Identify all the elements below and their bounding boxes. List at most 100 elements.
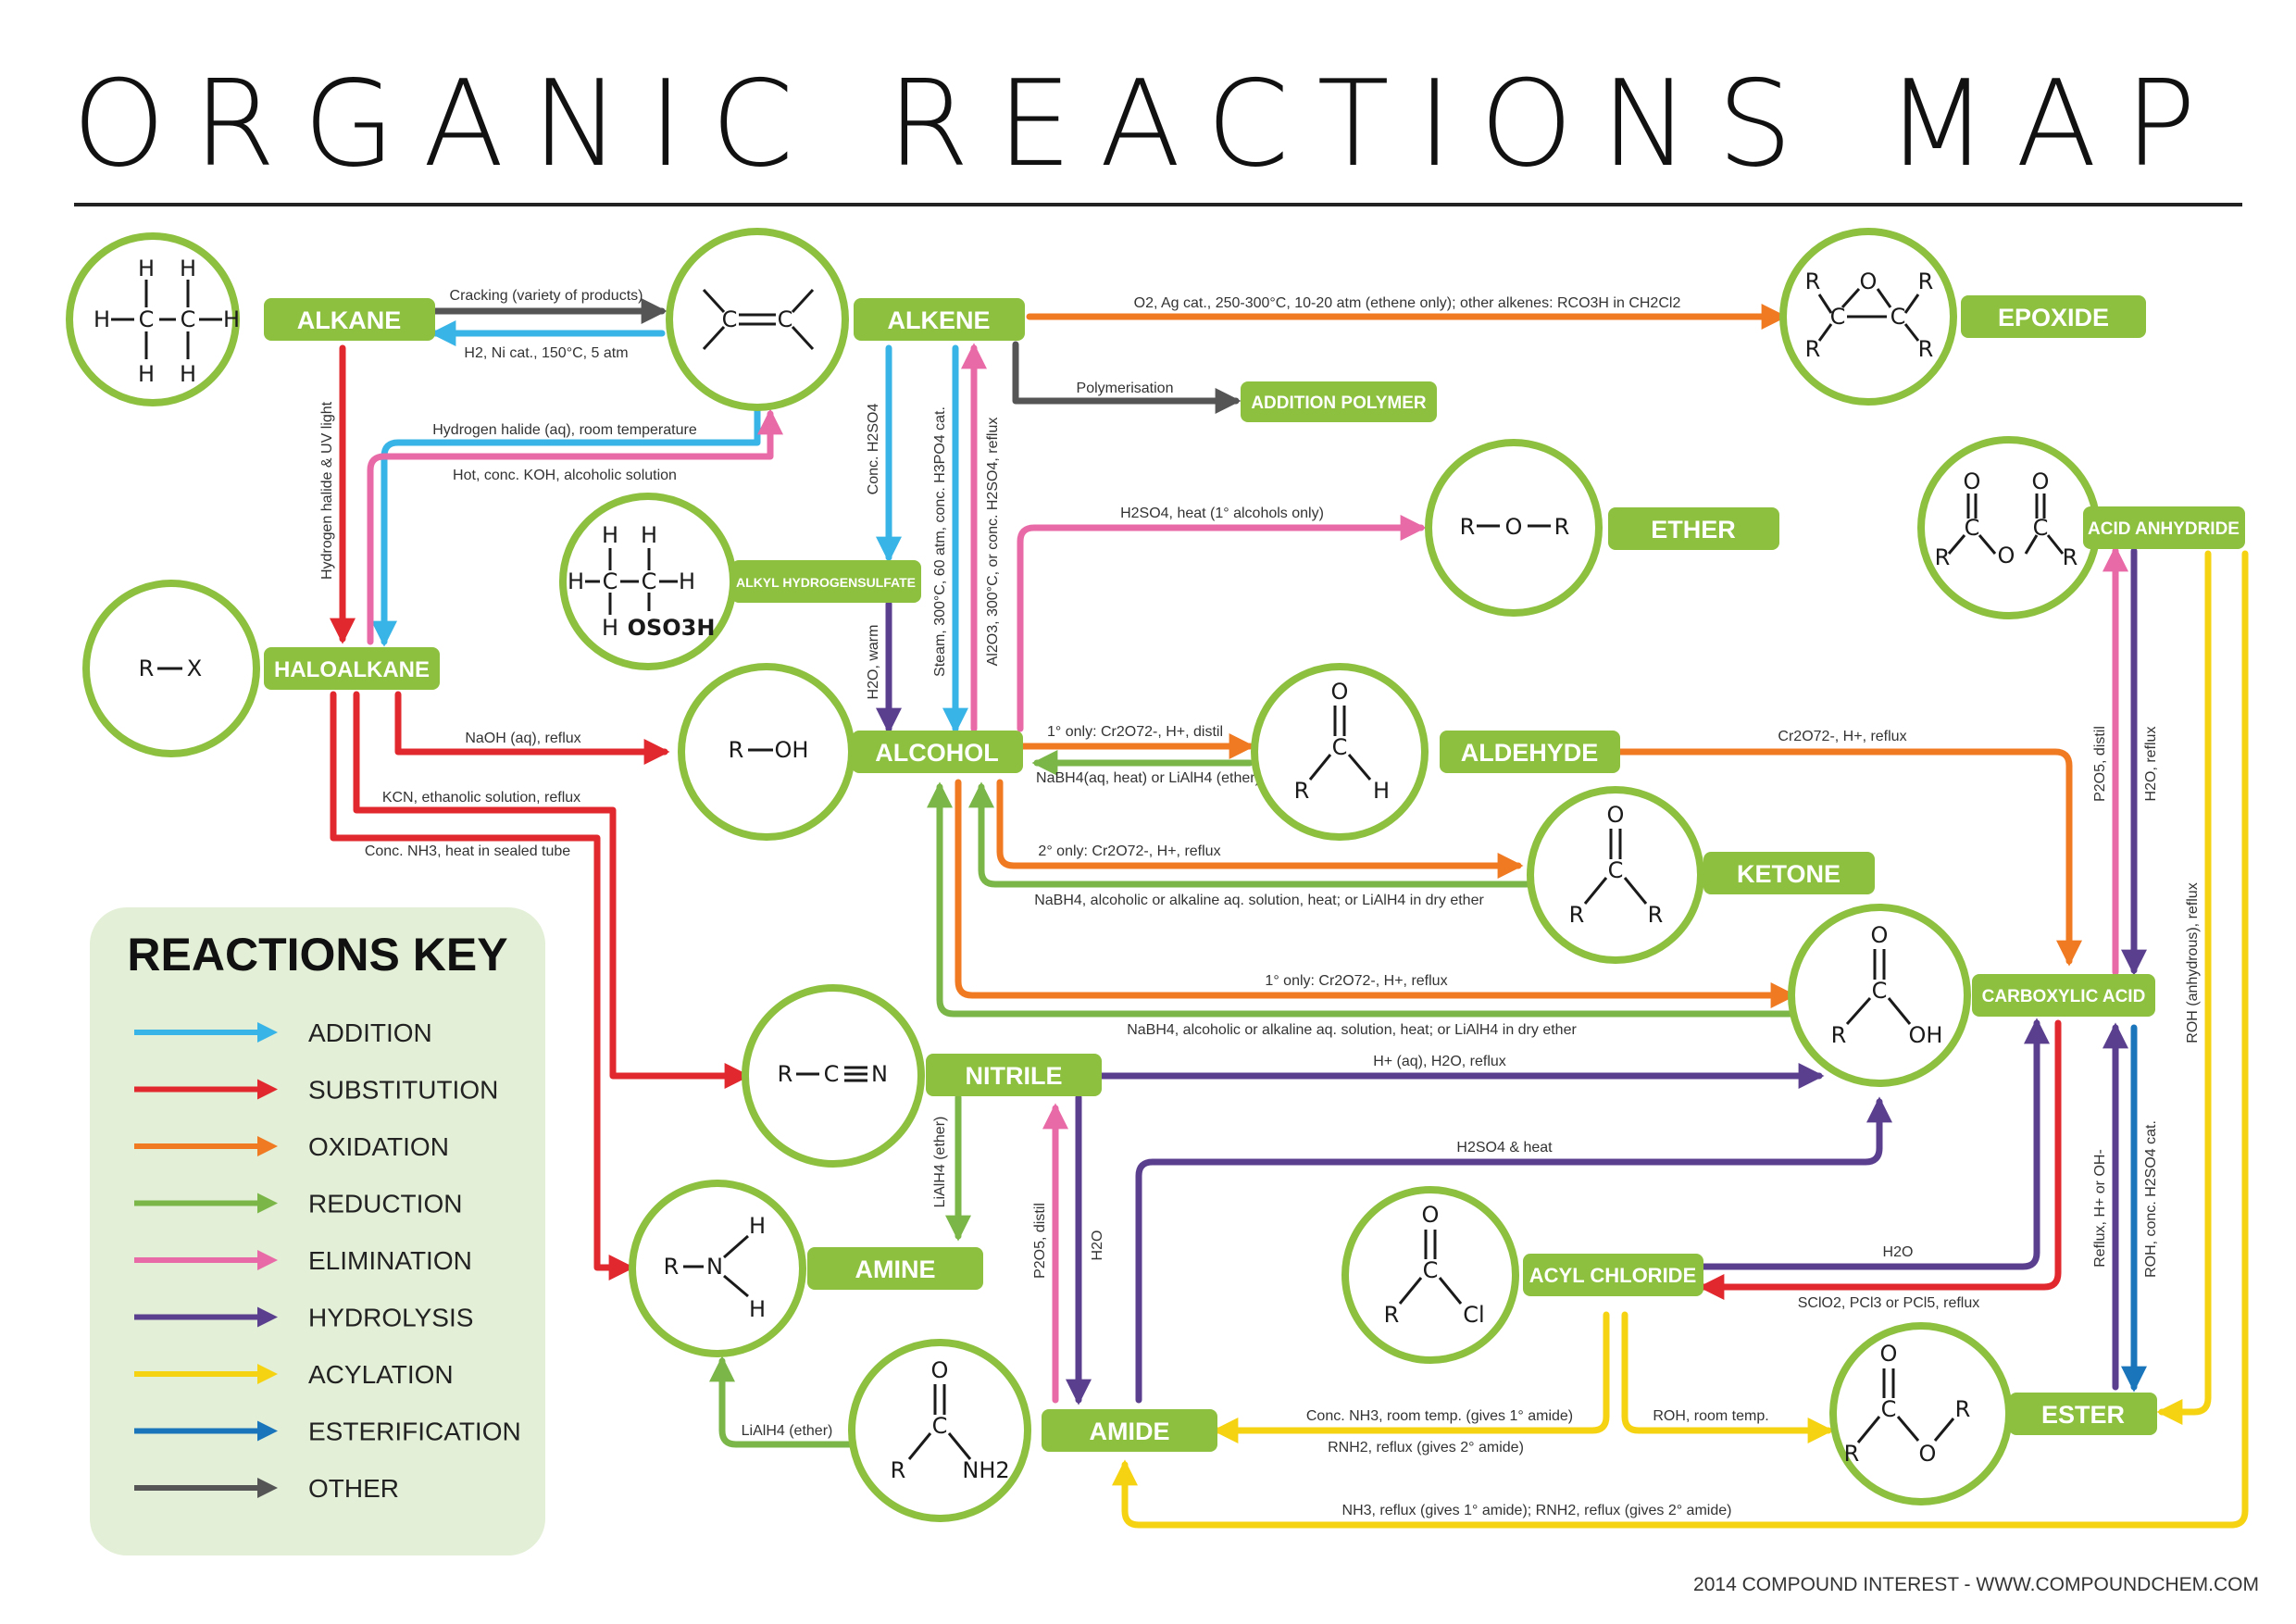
- nitrile-circle: [742, 984, 925, 1168]
- acyl-chloride-tag: ACYL CHLORIDE: [1529, 1264, 1697, 1287]
- anhydride-tag-bg: [2083, 506, 2245, 549]
- cond-acyl-hydrolysis: H2O: [1883, 1244, 1914, 1260]
- alkane-circle: [66, 232, 240, 406]
- ester-tag: ESTER: [2041, 1401, 2125, 1429]
- cond-h2o-warm: H2O, warm: [866, 625, 881, 700]
- ester-circle: [1829, 1322, 2013, 1505]
- cond-amide-reduction: LiAlH4 (ether): [742, 1423, 833, 1439]
- hs-h4: H: [679, 568, 695, 594]
- key-label-acylation: ACYLATION: [308, 1360, 454, 1389]
- alkene-c1: C: [722, 306, 738, 332]
- ket-o: O: [1607, 802, 1625, 828]
- ald-o: O: [1331, 679, 1349, 705]
- structure-atoms: H H H C C H H H C C O C C R R R R H H H …: [94, 256, 2078, 1483]
- amine-tag-bg: [807, 1247, 983, 1290]
- key-label-addition: ADDITION: [308, 1018, 432, 1047]
- hs-h2: H: [641, 522, 657, 548]
- cond-red-aldehyde: NaBH4(aq, heat) or LiAlH4 (ether): [1036, 770, 1260, 786]
- arrow-acyl-formation: [1698, 1019, 2062, 1300]
- epoxide-r1: R: [1805, 269, 1821, 294]
- acid-structure: [1845, 949, 1912, 1025]
- polymer-tag-bg: [1241, 381, 1437, 422]
- anh-o2: O: [2032, 468, 2050, 494]
- key-arrowhead-substitution: [257, 1079, 278, 1100]
- acyl-o: O: [1422, 1202, 1440, 1228]
- nitrile-c: C: [824, 1061, 840, 1087]
- alkane-h1: H: [138, 256, 155, 281]
- haloalkane-tag-bg: [264, 647, 440, 690]
- anh-o3: O: [1998, 543, 2015, 568]
- acyl-cl: Cl: [1463, 1302, 1484, 1328]
- ketone-structure: [1583, 829, 1648, 905]
- cond-conc-h2so4: Conc. H2SO4: [866, 404, 881, 495]
- anh-c1: C: [1965, 515, 1980, 541]
- key-label-substitution: SUBSTITUTION: [308, 1076, 498, 1105]
- amine-structure: [683, 1234, 749, 1298]
- arrow-ox-ketone: [996, 779, 1524, 879]
- cond-red-ketone: NaBH4, alcoholic or alkaline aq. solutio…: [1034, 893, 1484, 908]
- amide-c: C: [932, 1413, 948, 1439]
- ether-circle: [1425, 439, 1603, 617]
- ether-o: O: [1505, 514, 1523, 540]
- key-item-substitution: SUBSTITUTION: [134, 1076, 498, 1105]
- alkane-h5: H: [138, 361, 155, 387]
- cond-ox-aldehyde-acid: Cr2O72-, H+, reflux: [1778, 729, 1906, 744]
- cond-hydrogen-halide-uv: Hydrogen halide & UV light: [319, 401, 335, 580]
- arrow-haloalkane-hydrolysis: [394, 691, 670, 765]
- cond-nh3: Conc. NH3, heat in sealed tube: [365, 843, 570, 859]
- cond-kcn: KCN, ethanolic solution, reflux: [382, 790, 580, 806]
- cond-acyl-to-amide-2: RNH2, reflux (gives 2° amide): [1328, 1440, 1524, 1455]
- ket-r2: R: [1648, 902, 1664, 928]
- acid-r: R: [1831, 1022, 1847, 1048]
- ketone-tag: KETONE: [1737, 860, 1841, 888]
- amide-r: R: [891, 1457, 906, 1483]
- roh-oh: OH: [775, 737, 809, 763]
- alkane-tag-bg: [264, 298, 435, 341]
- alkene-structure: [702, 288, 815, 351]
- anhydride-structure: [1947, 493, 2065, 555]
- amide-o: O: [931, 1357, 949, 1383]
- anh-c2: C: [2033, 515, 2049, 541]
- amide-nh2: NH2: [962, 1457, 1009, 1483]
- epoxide-r2: R: [1805, 336, 1821, 362]
- key-label-other: OTHER: [308, 1474, 399, 1503]
- structures: [111, 280, 2065, 1460]
- ketone-circle: [1527, 786, 1704, 964]
- cond-h2o: H2O: [1090, 1230, 1105, 1261]
- alkane-tag: ALKANE: [297, 306, 402, 334]
- key-arrowhead-esterification: [257, 1420, 278, 1442]
- cond-ether-formation: H2SO4, heat (1° alcohols only): [1120, 506, 1324, 521]
- key-item-elimination: ELIMINATION: [134, 1246, 472, 1275]
- anh-r1: R: [1935, 544, 1951, 570]
- ester-tag-bg: [2009, 1393, 2157, 1435]
- acyl-chloride-tag-bg: [1523, 1254, 1703, 1296]
- key-arrowhead-hydrolysis: [257, 1306, 278, 1328]
- cond-anhydride-to-amide: NH3, reflux (gives 1° amide); RNH2, refl…: [1342, 1503, 1732, 1518]
- acid-c: C: [1872, 978, 1888, 1004]
- key-item-esterification: ESTERIFICATION: [134, 1418, 521, 1446]
- amine-h1: H: [749, 1213, 766, 1239]
- key-arrowhead-acylation: [257, 1364, 278, 1384]
- hs-oso3h: OSO3H: [628, 615, 716, 641]
- amine-n: N: [706, 1254, 723, 1280]
- ald-r: R: [1294, 778, 1310, 804]
- ether-r1: R: [1460, 514, 1476, 540]
- acid-oh: OH: [1909, 1022, 1943, 1048]
- alkene-tag: ALKENE: [887, 306, 990, 334]
- alkane-h4: H: [223, 306, 240, 332]
- cond-polymerisation: Polymerisation: [1077, 381, 1174, 396]
- cond-epoxidation: O2, Ag cat., 250-300°C, 10-20 atm (ethen…: [1134, 295, 1681, 311]
- alkane-structure: [111, 280, 222, 359]
- cond-acyl-formation: SClO2, PCl3 or PCl5, reflux: [1798, 1295, 1980, 1311]
- alkyl-hydrogensulfate-tag: ALKYL HYDROGENSULFATE: [736, 575, 916, 590]
- cond-amide-hydrolysis: H2SO4 & heat: [1456, 1140, 1553, 1156]
- amine-h2: H: [749, 1296, 766, 1322]
- reactions-key: REACTIONS KEY ADDITIONSUBSTITUTIONOXIDAT…: [90, 907, 545, 1555]
- arrow-polymerisation: [1012, 341, 1242, 414]
- cond-ester-hydrolysis: Reflux, H+ or OH-: [2092, 1149, 2108, 1268]
- ket-c: C: [1608, 857, 1624, 883]
- epoxide-o: O: [1860, 269, 1878, 294]
- key-title: REACTIONS KEY: [127, 929, 507, 981]
- key-item-hydrolysis: HYDROLYSIS: [134, 1304, 473, 1332]
- ald-h: H: [1373, 778, 1390, 804]
